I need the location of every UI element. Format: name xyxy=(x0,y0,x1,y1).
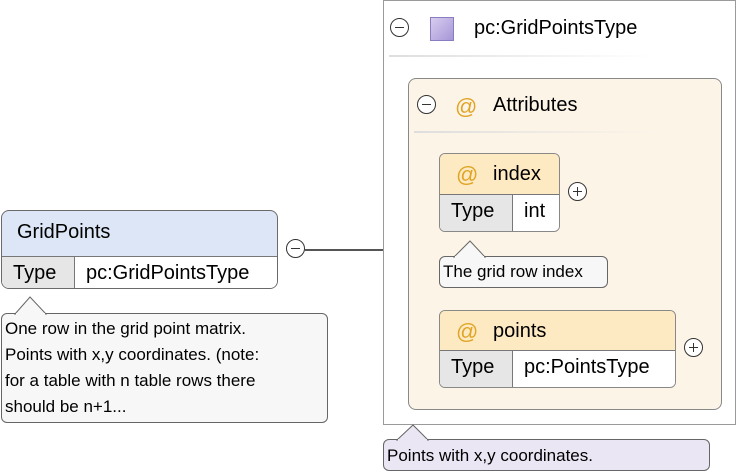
index-doc-tail xyxy=(453,240,487,258)
complex-type-separator xyxy=(389,55,649,57)
attribute-name-points: points xyxy=(493,320,547,342)
complex-type-doc-text: Points with x,y coordinates. xyxy=(387,446,593,465)
collapse-toggle-icon[interactable] xyxy=(286,239,305,258)
element-box-gridpoints[interactable]: GridPoints Type pc:GridPointsType xyxy=(1,210,278,289)
complex-type-doc-note: Points with x,y coordinates. xyxy=(383,439,710,471)
expand-index-icon[interactable] xyxy=(568,182,587,201)
attributes-label: Attributes xyxy=(493,94,578,116)
type-label: Type xyxy=(13,262,57,284)
type-label: Type xyxy=(451,200,495,222)
at-sign-icon: @ xyxy=(456,319,479,344)
doc-line-2: Points with x,y coordinates. (note: xyxy=(5,345,260,364)
doc-line-3: for a table with n table rows there xyxy=(5,371,256,390)
element-type-row: Type pc:GridPointsType xyxy=(2,256,277,288)
attributes-at-icon: @ xyxy=(455,94,478,119)
attribute-type-row: Type pc:PointsType xyxy=(440,350,675,387)
complex-type-doc-tail xyxy=(396,424,430,441)
attribute-box-index[interactable]: @ index Type int xyxy=(439,153,560,232)
type-label-cell: Type xyxy=(440,351,513,387)
element-doc-note: One row in the grid point matrix. Points… xyxy=(1,313,328,423)
index-doc-text: The grid row index xyxy=(443,262,583,281)
at-sign-icon: @ xyxy=(456,162,479,187)
complex-type-collapse-icon[interactable] xyxy=(390,18,409,37)
connector-line xyxy=(305,249,383,251)
attributes-separator xyxy=(414,131,654,133)
type-label-cell: Type xyxy=(440,195,513,231)
type-label-cell: Type xyxy=(2,257,75,288)
attribute-box-points[interactable]: @ points Type pc:PointsType xyxy=(439,310,676,388)
type-value: pc:GridPointsType xyxy=(86,262,250,284)
element-doc-tail xyxy=(14,296,48,315)
attributes-collapse-icon[interactable] xyxy=(417,95,436,114)
type-value-cell: pc:GridPointsType xyxy=(75,257,277,288)
type-value: pc:PointsType xyxy=(524,356,650,378)
type-value-cell: pc:PointsType xyxy=(513,351,675,387)
doc-line-4: should be n+1... xyxy=(5,397,127,416)
index-doc-note: The grid row index xyxy=(439,256,608,288)
element-name: GridPoints xyxy=(17,221,111,243)
complex-type-icon xyxy=(430,17,454,41)
complex-type-name: pc:GridPointsType xyxy=(474,17,638,39)
expand-points-icon[interactable] xyxy=(684,338,703,357)
doc-line-1: One row in the grid point matrix. xyxy=(5,319,246,338)
type-value-cell: int xyxy=(513,195,559,231)
attribute-header: @ index xyxy=(440,154,559,195)
attribute-type-row: Type int xyxy=(440,194,559,231)
attribute-header: @ points xyxy=(440,311,675,351)
type-value: int xyxy=(524,200,546,222)
attribute-name-index: index xyxy=(493,163,541,185)
type-label: Type xyxy=(451,356,495,378)
